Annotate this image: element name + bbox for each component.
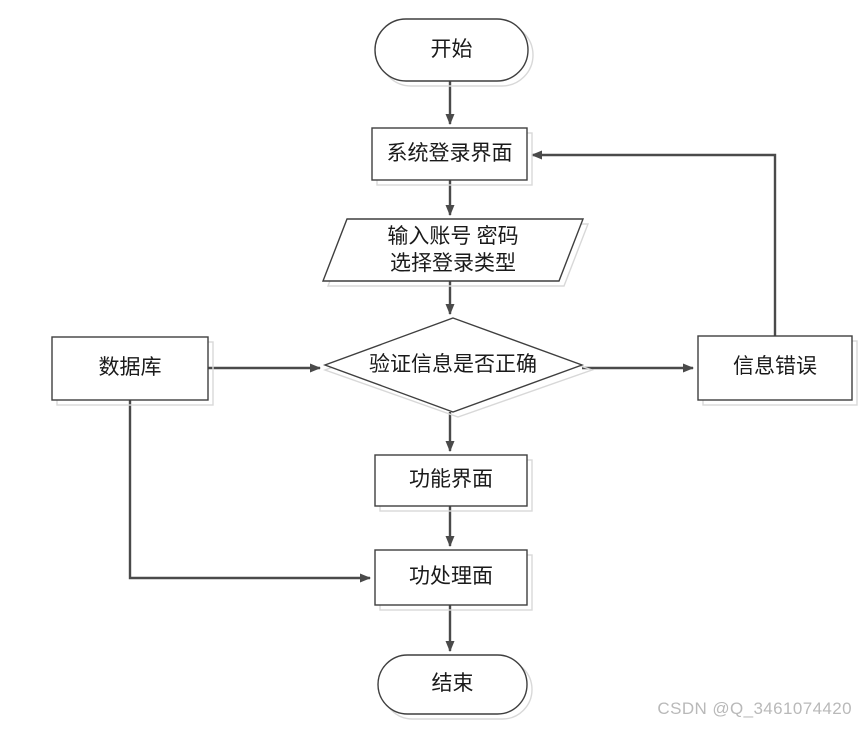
node-function-ui-label: 功能界面 <box>409 467 493 491</box>
node-input-label-line2: 选择登录类型 <box>390 251 516 275</box>
node-end-label: 结束 <box>432 671 474 695</box>
edge-database-to-funcproc <box>128 400 371 583</box>
node-input-shape <box>321 218 585 282</box>
node-start-label: 开始 <box>431 37 473 61</box>
node-verify-label: 验证信息是否正确 <box>369 352 537 376</box>
node-end-shape <box>377 654 528 715</box>
csdn-watermark: CSDN @Q_3461074420 <box>657 699 852 718</box>
node-login-shape <box>371 127 528 181</box>
node-start[interactable]: 开始 <box>374 18 534 87</box>
node-login-label: 系统登录界面 <box>387 141 513 165</box>
node-input[interactable]: 输入账号 密码 选择登录类型 <box>321 218 590 287</box>
node-error-label: 信息错误 <box>733 354 817 378</box>
node-start-shape <box>374 18 529 82</box>
edge-layer <box>128 81 777 652</box>
node-function-process-shape <box>374 549 528 606</box>
node-function-process-label: 功处理面 <box>409 564 493 588</box>
node-function-ui-shape <box>374 454 528 507</box>
node-error[interactable]: 信息错误 <box>697 335 858 406</box>
node-function-ui[interactable]: 功能界面 <box>374 454 533 512</box>
node-database-label: 数据库 <box>99 355 162 379</box>
node-verify-shape <box>322 317 585 413</box>
node-database[interactable]: 数据库 <box>51 336 214 406</box>
node-error-shape <box>697 335 853 401</box>
node-login[interactable]: 系统登录界面 <box>371 127 533 186</box>
node-database-shape <box>51 336 209 401</box>
node-end[interactable]: 结束 <box>377 654 533 720</box>
edge-error-to-login <box>531 150 777 336</box>
node-input-label-line1: 输入账号 密码 <box>387 224 518 248</box>
node-verify[interactable]: 验证信息是否正确 <box>322 317 595 418</box>
node-function-process[interactable]: 功处理面 <box>374 549 533 611</box>
